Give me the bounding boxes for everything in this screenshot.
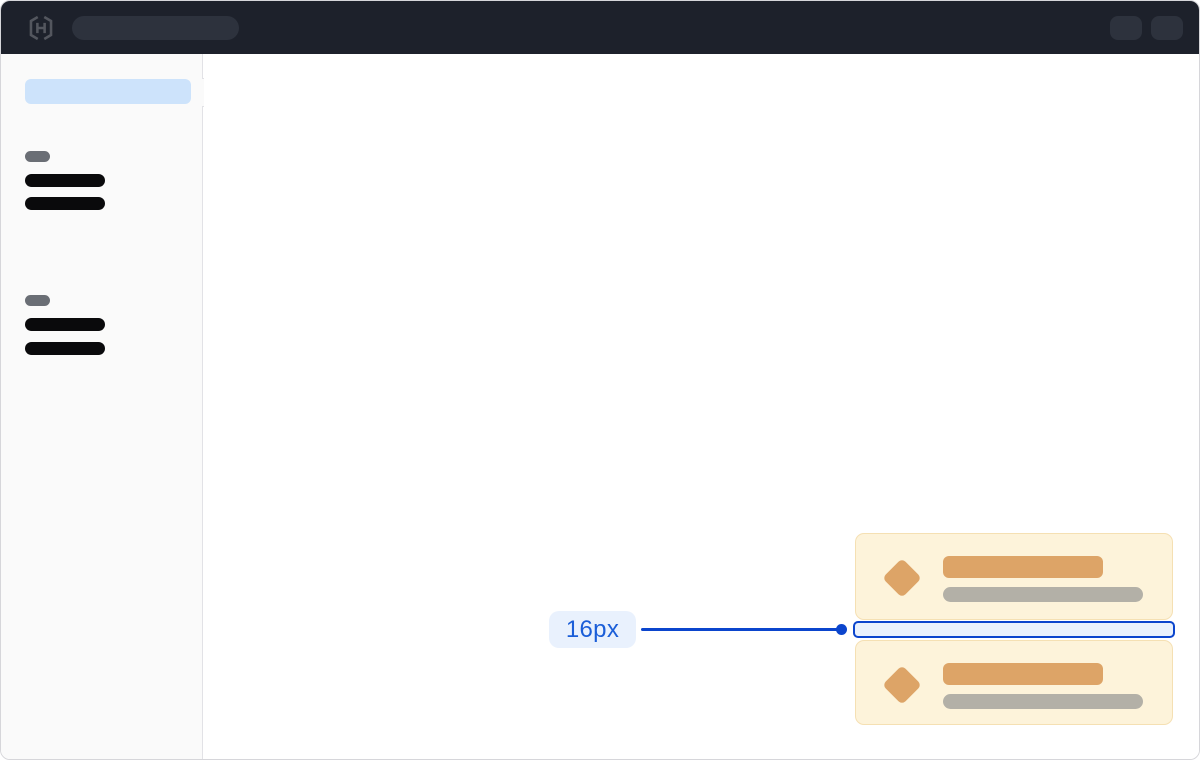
card-title-skeleton	[943, 663, 1103, 685]
diamond-icon	[882, 665, 922, 705]
main-content: 16px	[204, 54, 1199, 759]
spacing-value-label: 16px	[549, 611, 636, 648]
nav-item-skeleton[interactable]	[25, 318, 105, 331]
measure-line	[641, 628, 838, 631]
nav-item-skeleton[interactable]	[25, 342, 105, 355]
card	[855, 640, 1173, 725]
account-button-skeleton[interactable]	[1151, 15, 1183, 40]
nav-group-label-skeleton	[25, 151, 50, 162]
nav-group-label-skeleton	[25, 295, 50, 306]
search-input-skeleton[interactable]	[72, 15, 239, 40]
sidebar	[1, 54, 203, 759]
card-description-skeleton	[943, 587, 1143, 602]
sidebar-active-item-skeleton[interactable]	[25, 79, 191, 104]
measure-dot	[836, 624, 847, 635]
card-title-skeleton	[943, 556, 1103, 578]
diamond-icon	[882, 558, 922, 598]
spacing-gap-highlight	[853, 621, 1175, 638]
help-button-skeleton[interactable]	[1110, 15, 1142, 40]
card-description-skeleton	[943, 694, 1143, 709]
card	[855, 533, 1173, 620]
nav-item-skeleton[interactable]	[25, 174, 105, 187]
hashicorp-logo-icon	[29, 15, 53, 40]
nav-item-skeleton[interactable]	[25, 197, 105, 210]
top-nav-bar	[1, 1, 1199, 54]
card-stack	[853, 533, 1175, 725]
